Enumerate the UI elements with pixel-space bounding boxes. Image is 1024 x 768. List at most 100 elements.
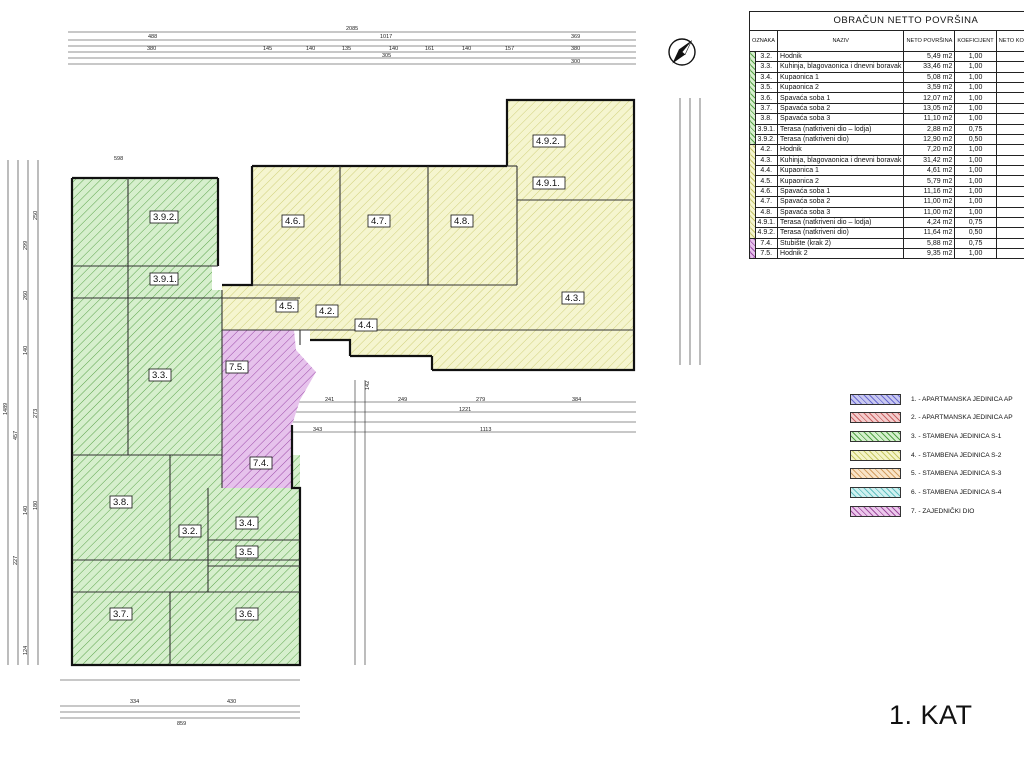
svg-text:4.7.: 4.7. (371, 216, 387, 227)
dim-left: 457 (13, 431, 19, 440)
legend-swatch (850, 505, 901, 517)
row-net-area: 3,59 m2 (903, 81, 956, 94)
svg-text:3.4.: 3.4. (239, 518, 255, 529)
legend-label: 3. - STAMBENA JEDINICA S-1 (911, 432, 1002, 440)
room-4-9-1: 4.9.1. (532, 176, 566, 190)
row-net-area: 4,61 m2 (903, 164, 956, 177)
row-name: Spavaća soba 3 (777, 206, 905, 218)
room-4-2: 4.2. (315, 304, 339, 318)
row-code: 4.8. (754, 206, 779, 218)
row-used-area: 3,18 m2 (995, 216, 1024, 229)
dim-top: 380 (147, 46, 156, 52)
room-7-4: 7.4. (249, 456, 273, 470)
col-used: NETO KOR. POVRŠINA (995, 29, 1024, 52)
row-net-area: 7,20 m2 (903, 144, 956, 156)
row-coefficient: 1,00 (954, 50, 997, 63)
row-name: Hodnik (777, 50, 905, 63)
dim-top: 157 (505, 46, 514, 52)
room-3-9-2: 3.9.2. (149, 210, 179, 224)
row-code: 3.6. (754, 92, 779, 104)
row-used-area: 11,16 m2 (995, 185, 1024, 198)
table-row: 4.5.Kupaonica 25,79 m21,005,79 m2 (750, 175, 1024, 187)
room-3-7: 3.7. (109, 607, 133, 621)
row-coefficient: 1,00 (954, 247, 997, 260)
row-name: Hodnik (777, 144, 905, 156)
svg-text:4.9.1.: 4.9.1. (536, 178, 560, 189)
svg-text:7.5.: 7.5. (229, 362, 245, 373)
dim-top: 380 (571, 46, 580, 52)
table-row: 7.4.Stubište (krak 2)5,88 m20,754,41 m2 (749, 237, 1024, 260)
row-used-area: 11,10 m2 (995, 113, 1024, 125)
table-row: 4.8.Spavaća soba 311,00 m21,005,00 m2 (750, 206, 1024, 218)
row-net-area: 11,64 m2 (903, 227, 956, 239)
dim-top: 1017 (380, 34, 392, 40)
table-row: 3.8.Spavaća soba 311,10 m21,0011,10 m2 (750, 113, 1024, 125)
row-net-area: 11,16 m2 (903, 185, 956, 198)
row-used-area: 5,49 m2 (995, 50, 1024, 63)
dim-mid: 279 (476, 397, 485, 403)
room-7-5: 7.5. (225, 360, 249, 374)
row-coefficient: 1,00 (954, 154, 997, 167)
legend-swatch (850, 393, 901, 405)
row-code: 3.9.2. (754, 133, 779, 146)
dim-total-width: 2085 (346, 26, 358, 32)
legend-label: 7. - ZAJEDNIČKI DIO (911, 507, 975, 515)
row-name: Kupaonica 2 (777, 81, 905, 94)
floor-plan: 2085 488 1017 369 380 145 140 135 140 16… (3, 26, 701, 727)
row-code: 4.9.1. (754, 216, 779, 229)
row-code: 4.6. (754, 185, 779, 198)
mid-dimensions (290, 401, 636, 433)
row-code: 3.8. (754, 113, 779, 125)
legend-item: 4. - STAMBENA JEDINICA S-2 (850, 449, 1024, 461)
col-code: OZNAKA (748, 29, 779, 52)
legend-swatch (850, 449, 901, 461)
room-4-6: 4.6. (281, 214, 305, 228)
room-4-3: 4.3. (561, 291, 585, 305)
dim-top: 369 (571, 34, 580, 40)
row-used-area: 4,61 m2 (995, 164, 1024, 177)
row-net-area: 33,46 m2 (903, 61, 956, 73)
row-code: 7.4. (754, 237, 779, 250)
room-4-5: 4.5. (275, 299, 299, 313)
room-4-9-2: 4.9.2. (532, 134, 566, 148)
table-row: 3.4.Kupaonica 15,08 m21,005,08 m2 (750, 71, 1024, 84)
row-name: Spavaća soba 1 (777, 92, 905, 104)
dim-left: 140 (23, 506, 29, 515)
floor-label: 1. KAT (889, 700, 973, 730)
col-coef: KOEFICIJENT (954, 29, 997, 52)
row-net-area: 5,08 m2 (903, 71, 956, 84)
dim-mid: 241 (325, 397, 334, 403)
row-code: 3.7. (754, 102, 779, 115)
svg-text:3.5.: 3.5. (239, 547, 255, 558)
legend-swatch (850, 412, 901, 424)
dim-top: 161 (425, 46, 434, 52)
row-code: 3.5. (754, 81, 779, 94)
row-name: Terasa (natkriveni dio – lodja) (777, 123, 905, 135)
row-net-area: 5,49 m2 (903, 50, 956, 63)
dim-mid: 249 (398, 397, 407, 403)
room-3-3: 3.3. (148, 368, 172, 382)
row-net-area: 5,88 m2 (903, 237, 956, 250)
row-code: 7.5. (754, 247, 779, 260)
legend: 1. - APARTMANSKA JEDINICA AP 2. - APARTM… (850, 393, 1024, 524)
row-used-area: 2,16 m2 (995, 123, 1024, 135)
legend-swatch (850, 486, 901, 498)
dim-mid: 343 (313, 427, 322, 433)
svg-text:3.9.2.: 3.9.2. (153, 212, 177, 223)
unit-s1-area (72, 178, 300, 665)
row-used-area: 7,20 m2 (995, 144, 1024, 156)
row-net-area: 9,35 m2 (903, 247, 956, 260)
north-arrow-icon (668, 38, 696, 66)
row-used-area: 12,07 m2 (995, 92, 1024, 104)
dim-left: 227 (13, 556, 19, 565)
room-labels: 3.9.2. 3.9.1. 3.3. 3.8. 3.2. 3.4. 3.5. 3… (109, 134, 585, 621)
dim-top: 305 (382, 53, 391, 59)
dim-left: 250 (33, 211, 39, 220)
row-coefficient: 0,50 (954, 133, 997, 146)
row-used-area: 33,46 m2 (995, 61, 1024, 73)
dim-mid: 598 (114, 156, 123, 162)
table-row: 3.6.Spavaća soba 112,07 m21,0012,07 m2 (750, 92, 1024, 104)
room-3-2: 3.2. (178, 524, 202, 538)
col-name: NAZIV (777, 29, 905, 52)
